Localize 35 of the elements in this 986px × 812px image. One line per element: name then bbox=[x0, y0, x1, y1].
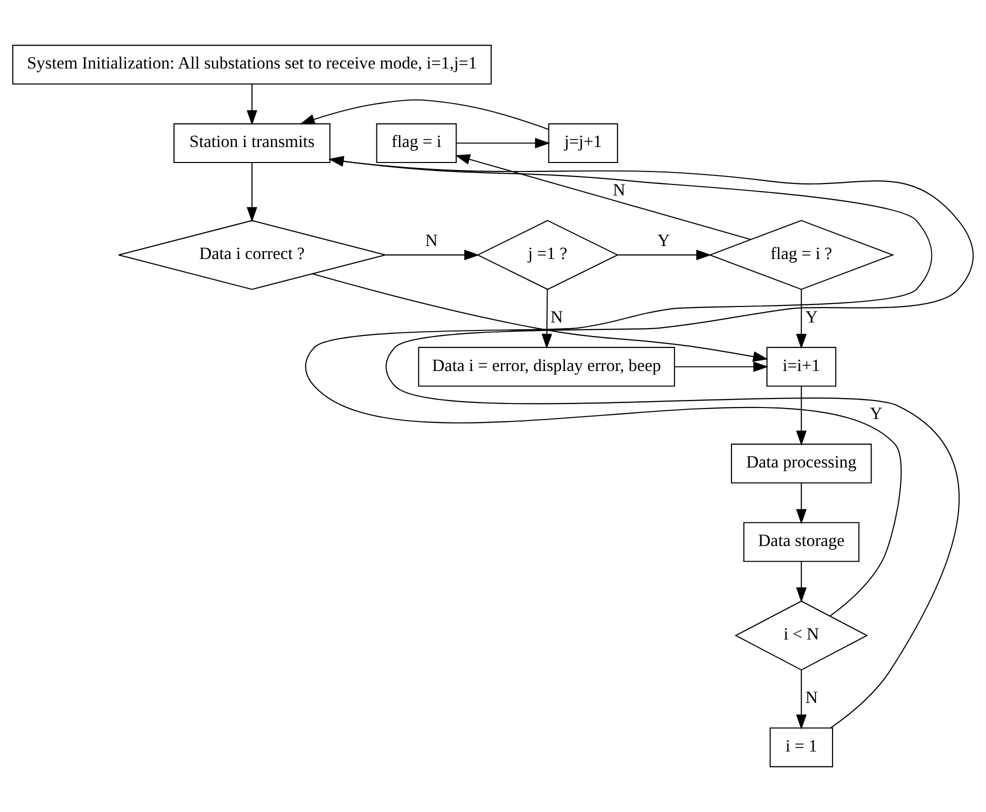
arrow bbox=[386, 250, 480, 260]
node-box: j=j+1 bbox=[548, 123, 618, 164]
edge-label: Y bbox=[805, 307, 818, 326]
arrow bbox=[796, 386, 807, 446]
arrow bbox=[796, 670, 807, 730]
arrow bbox=[455, 154, 751, 240]
edge-label: Y bbox=[658, 231, 670, 250]
arrow bbox=[300, 99, 549, 130]
node-box: System Initialization: All substations set to receive mode, i=1,j=1 bbox=[12, 44, 492, 85]
arrow bbox=[246, 84, 258, 126]
node-diamond: Data i correct ? bbox=[118, 220, 386, 290]
node-diamond: flag = i ? bbox=[708, 220, 894, 290]
arrow bbox=[618, 250, 712, 260]
arrow bbox=[796, 290, 807, 349]
edge-label: N bbox=[425, 231, 438, 250]
edge-label: Y bbox=[870, 404, 882, 424]
node-diamond: i < N bbox=[734, 600, 868, 671]
node-box: Data storage bbox=[743, 522, 860, 562]
arrow bbox=[796, 483, 807, 524]
edge-label: N bbox=[805, 688, 818, 708]
node-box: Station i transmits bbox=[173, 123, 330, 164]
arrow bbox=[674, 361, 768, 372]
edge-label: N bbox=[612, 180, 626, 200]
node-box: flag = i bbox=[376, 123, 457, 164]
edge-label: N bbox=[550, 307, 563, 326]
arrow bbox=[312, 273, 768, 362]
arrow bbox=[246, 162, 258, 222]
arrow bbox=[542, 289, 552, 349]
arrow bbox=[456, 138, 550, 148]
node-box: i = 1 bbox=[770, 727, 834, 768]
arrow bbox=[796, 562, 807, 602]
node-box: i=i+1 bbox=[766, 346, 836, 387]
node-box: Data processing bbox=[730, 444, 872, 484]
node-box: Data i = error, display error, beep bbox=[418, 346, 676, 387]
node-diamond: j =1 ? bbox=[476, 220, 619, 290]
